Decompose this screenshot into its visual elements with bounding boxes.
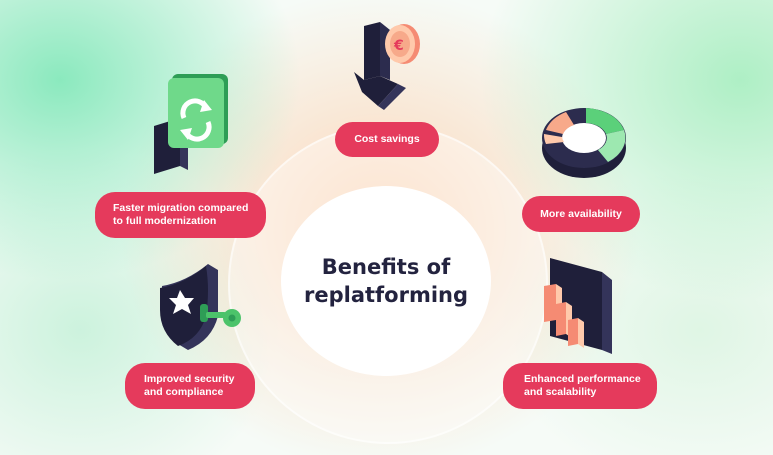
ring-chart-icon: [538, 104, 630, 182]
benefit-label: Enhanced performance and scalability: [524, 373, 641, 399]
center-circle: Benefits of replatforming: [281, 186, 491, 376]
benefit-label: More availability: [540, 208, 622, 221]
svg-text:€: €: [393, 38, 404, 54]
bar-chart-icon: [540, 254, 616, 354]
benefit-label: Faster migration compared to full modern…: [113, 202, 248, 228]
shield-key-icon: [156, 260, 246, 352]
benefit-pill-faster-migration: Faster migration compared to full modern…: [95, 192, 266, 238]
benefit-label: Cost savings: [354, 133, 419, 146]
benefit-pill-enhanced-performance: Enhanced performance and scalability: [503, 363, 657, 409]
benefit-pill-more-availability: More availability: [522, 196, 640, 232]
euro-coin-arrow-down-icon: €: [350, 18, 430, 110]
benefit-pill-improved-security: Improved security and compliance: [125, 363, 255, 409]
benefit-pill-cost-savings: Cost savings: [335, 122, 439, 157]
benefit-label: Improved security and compliance: [144, 373, 234, 399]
sync-tile-icon: [150, 70, 234, 178]
diagram-title: Benefits of replatforming: [304, 253, 468, 309]
